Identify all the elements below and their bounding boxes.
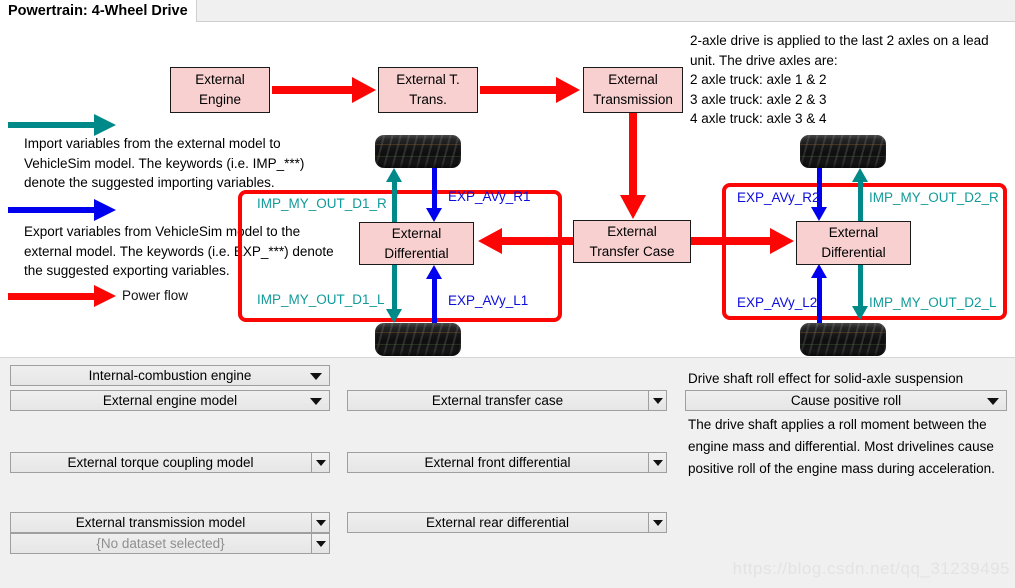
dropdown-transmission-dataset-value: {No dataset selected} [96, 536, 225, 551]
tire-rear-left [800, 323, 886, 356]
dropdown-engine-type-value: Internal-combustion engine [88, 368, 252, 383]
export-legend-text: Export variables from VehicleSim model t… [24, 224, 334, 278]
port-label-imp-d1-r: IMP_MY_OUT_D1_R [257, 196, 387, 211]
chevron-down-icon [310, 373, 322, 380]
chevron-down-icon [652, 519, 663, 526]
page-title: Powertrain: 4-Wheel Drive [8, 3, 188, 19]
tab-strip [196, 0, 1015, 22]
tire-front-right [375, 135, 461, 168]
watermark: https://blog.csdn.net/qq_31239495 [732, 559, 1010, 578]
dropdown-transfer-case-value: External transfer case [431, 393, 564, 408]
dropdown-button[interactable] [311, 534, 329, 553]
dropdown-torque-coupling[interactable]: External torque coupling model [10, 452, 330, 473]
port-label-exp-r1: EXP_AVy_R1 [448, 189, 531, 204]
port-label-exp-l1: EXP_AVy_L1 [448, 293, 529, 308]
dropdown-button[interactable] [648, 391, 666, 410]
external-rear-differential-box: External Differential [796, 221, 911, 265]
chevron-down-icon [315, 540, 326, 547]
chevron-down-icon [652, 397, 663, 404]
external-transmission-box: External Transmission [583, 67, 683, 113]
port-label-imp-d2-l: IMP_MY_OUT_D2_L [869, 295, 997, 310]
import-legend-text: Import variables from the external model… [24, 136, 305, 190]
chevron-down-icon [987, 398, 999, 405]
chevron-down-icon [310, 398, 322, 405]
external-front-differential-box: External Differential [359, 222, 474, 265]
chevron-down-icon [315, 459, 326, 466]
external-transfer-case-box: External Transfer Case [573, 220, 691, 263]
dropdown-button[interactable] [311, 453, 329, 472]
dropdown-transmission-dataset[interactable]: {No dataset selected} [10, 533, 330, 554]
dropdown-engine-model[interactable]: External engine model [10, 390, 330, 411]
dropdown-button[interactable] [648, 453, 666, 472]
chevron-down-icon [315, 519, 326, 526]
tire-front-left [375, 323, 461, 356]
chevron-down-icon [652, 459, 663, 466]
dropdown-engine-type[interactable]: Internal-combustion engine [10, 365, 330, 386]
dropdown-front-differential-value: External front differential [424, 455, 571, 470]
dropdown-transmission-model[interactable]: External transmission model [10, 512, 330, 533]
roll-effect-label: Drive shaft roll effect for solid-axle s… [688, 371, 964, 386]
port-label-exp-r2: EXP_AVy_R2 [737, 190, 820, 205]
dropdown-button[interactable] [648, 513, 666, 532]
dropdown-button[interactable] [311, 513, 329, 532]
port-label-imp-d2-r: IMP_MY_OUT_D2_R [869, 190, 999, 205]
axle-drive-note: 2-axle drive is applied to the last 2 ax… [690, 33, 989, 126]
dropdown-engine-model-value: External engine model [102, 393, 238, 408]
power-flow-label: Power flow [122, 288, 189, 303]
external-torque-converter-box: External T. Trans. [378, 67, 478, 113]
dropdown-transmission-model-value: External transmission model [75, 515, 246, 530]
dropdown-rear-differential-value: External rear differential [425, 515, 570, 530]
port-label-exp-l2: EXP_AVy_L2 [737, 295, 818, 310]
dropdown-roll-effect[interactable]: Cause positive roll [685, 390, 1007, 411]
dropdown-rear-differential[interactable]: External rear differential [347, 512, 667, 533]
port-label-imp-d1-l: IMP_MY_OUT_D1_L [257, 292, 385, 307]
dropdown-roll-effect-value: Cause positive roll [790, 393, 902, 408]
external-engine-box: External Engine [170, 67, 270, 113]
dropdown-transfer-case[interactable]: External transfer case [347, 390, 667, 411]
tire-rear-right [800, 135, 886, 168]
roll-effect-description: The drive shaft applies a roll moment be… [688, 417, 995, 476]
dropdown-torque-coupling-value: External torque coupling model [67, 455, 254, 470]
dropdown-front-differential[interactable]: External front differential [347, 452, 667, 473]
